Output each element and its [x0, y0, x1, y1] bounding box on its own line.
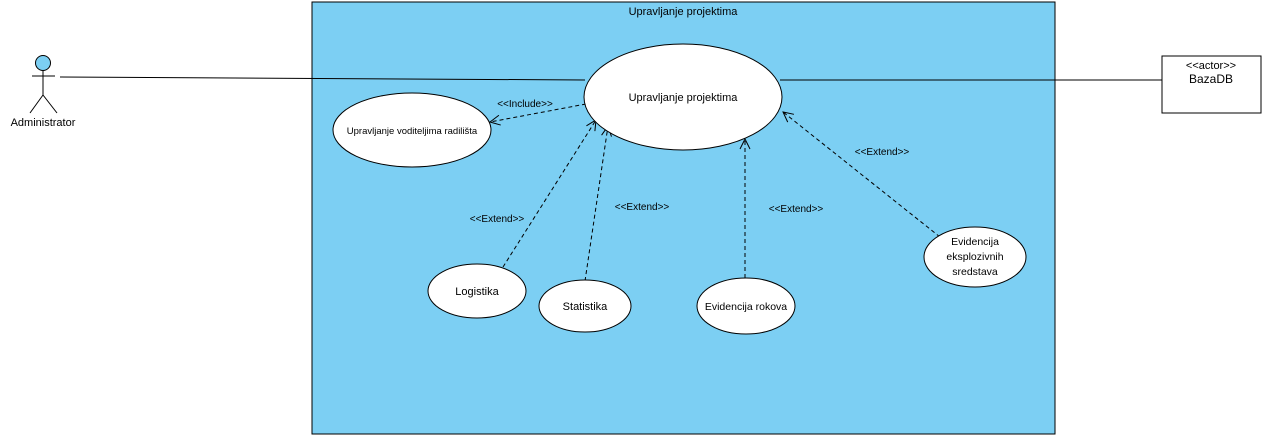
use-case-ellipse: [696, 277, 796, 335]
use-case-statistika[interactable]: Statistika: [538, 279, 632, 333]
use-case-eksplozivna-sredstva[interactable]: Evidencija eksplozivnih sredstava: [923, 226, 1027, 288]
use-case-label: Statistika: [563, 301, 609, 313]
extend-label-rokovi: <<Extend>>: [769, 204, 824, 215]
use-case-label: Evidencija rokova: [705, 301, 787, 313]
extend-label-statistika: <<Extend>>: [615, 202, 670, 213]
use-case-voditelji[interactable]: Upravljanje voditeljima radilišta: [332, 92, 492, 168]
use-case-label: Upravljanje projektima: [629, 92, 739, 104]
use-case-label-line-1: Evidencija: [951, 236, 999, 248]
use-case-ellipse: [427, 263, 527, 319]
include-label: <<Include>>: [497, 99, 553, 110]
actor-bazadb-stereotype: <<actor>>: [1186, 60, 1236, 72]
include-arrow: [490, 103, 587, 122]
use-case-evidencija-rokova[interactable]: Evidencija rokova: [696, 277, 796, 335]
use-case-upravljanje-projektima[interactable]: Upravljanje projektima: [583, 43, 783, 151]
use-case-label-line-2: eksplozivnih: [946, 251, 1003, 263]
actor-administrator[interactable]: Administrator: [11, 55, 76, 130]
association-administrator: [59, 76, 586, 81]
extend-arrow-eksplozivi: [783, 112, 941, 238]
system-title: Upravljanje projektima: [629, 6, 739, 18]
actor-head: [35, 55, 51, 71]
use-case-label-line-3: sredstava: [952, 266, 998, 278]
use-case-ellipse: [332, 92, 492, 168]
extend-label-eksplozivi: <<Extend>>: [855, 147, 910, 158]
use-case-logistika[interactable]: Logistika: [427, 263, 527, 319]
extend-arrow-statistika: [584, 126, 608, 282]
actor-right-leg: [42, 94, 58, 114]
extend-arrow-logistika: [502, 120, 596, 268]
use-case-label: Logistika: [455, 286, 499, 298]
use-case-ellipse: [538, 279, 632, 333]
use-case-ellipse: [583, 43, 783, 151]
actor-bazadb-box: [1161, 55, 1262, 114]
use-case-ellipse: [923, 226, 1027, 288]
actor-left-leg: [29, 94, 44, 114]
use-case-label: Upravljanje voditeljima radilišta: [347, 126, 478, 137]
actor-bazadb-label: BazaDB: [1189, 72, 1233, 86]
actor-administrator-label: Administrator: [11, 117, 76, 129]
actor-bazadb[interactable]: <<actor>> BazaDB: [1161, 55, 1262, 114]
extend-label-logistika: <<Extend>>: [470, 214, 525, 225]
